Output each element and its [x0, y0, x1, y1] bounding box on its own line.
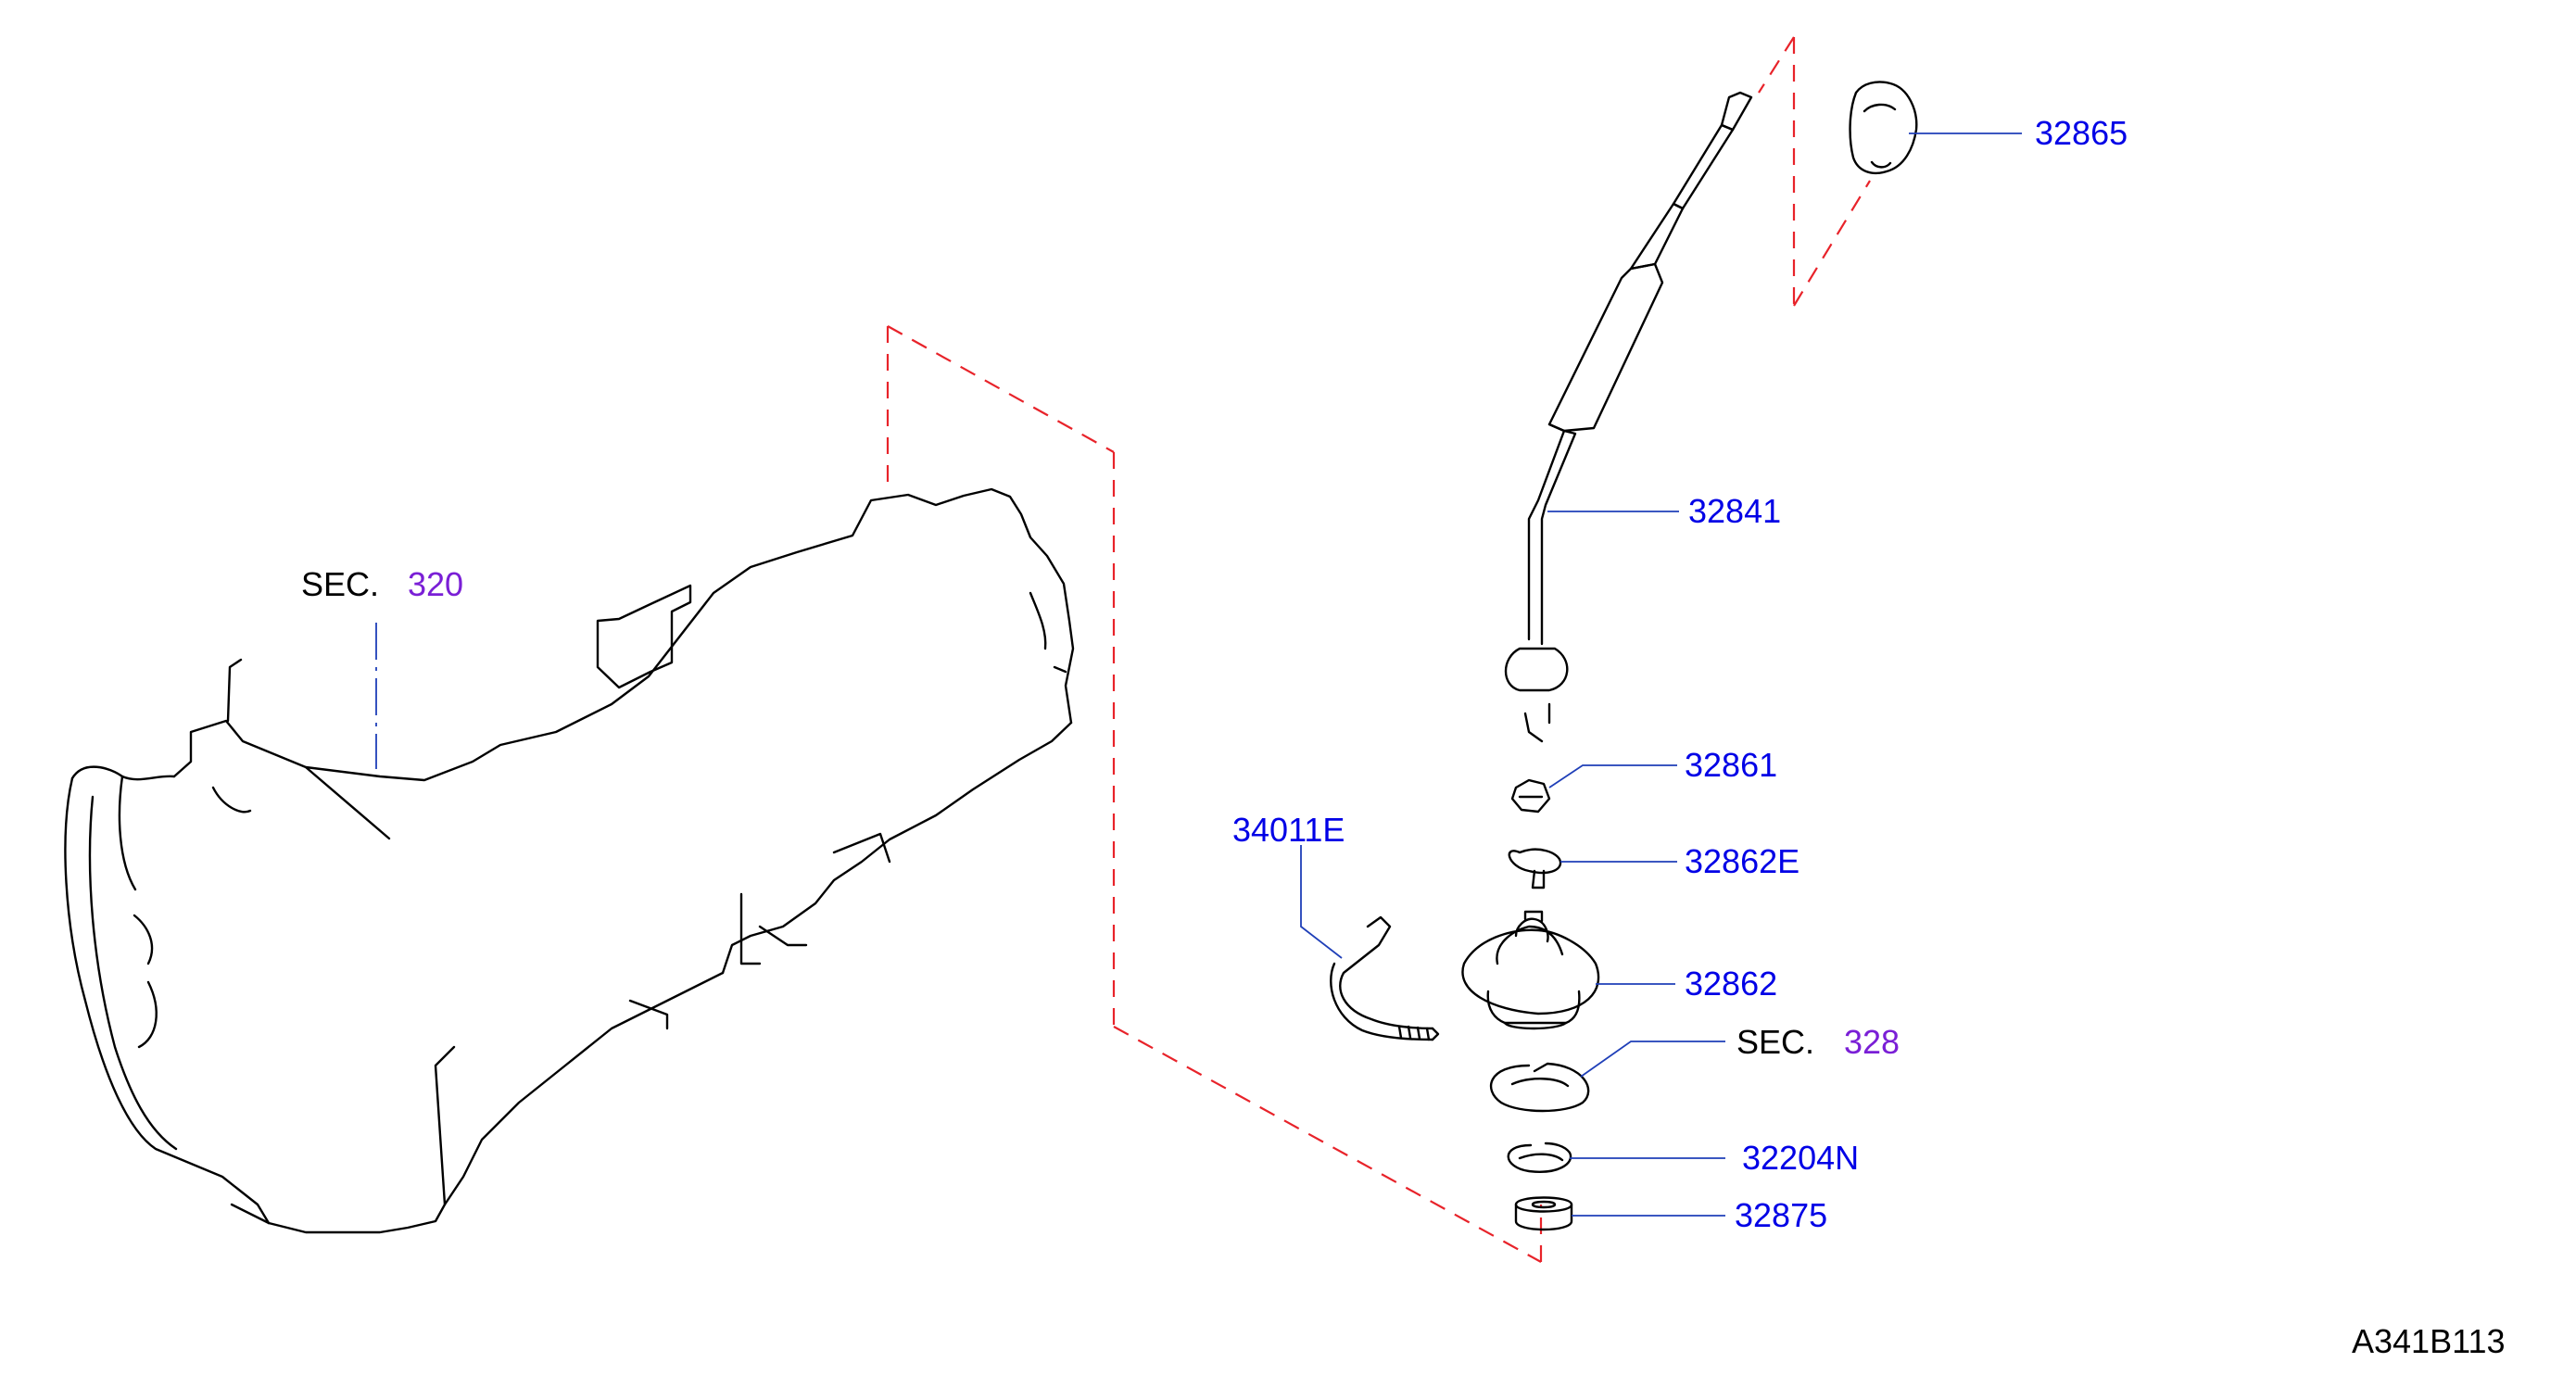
callout-boot[interactable]: 32862	[1685, 965, 1777, 1003]
bushing	[1514, 1196, 1573, 1231]
snap-ring-sec-number[interactable]: 328	[1844, 1023, 1900, 1061]
callout-retaining-ring[interactable]: 32204N	[1742, 1139, 1859, 1177]
nut-leader	[1548, 764, 1677, 788]
nut	[1510, 778, 1551, 814]
callout-lever[interactable]: 32841	[1688, 492, 1781, 530]
retaining-ring	[1507, 1142, 1572, 1173]
harness-band-leader	[1300, 845, 1343, 959]
diagram-id: A341B113	[2352, 1322, 2505, 1360]
callout-bushing[interactable]: 32875	[1735, 1196, 1827, 1234]
snap-ring-sec-label: SEC.	[1736, 1023, 1814, 1061]
callout-harness-band[interactable]: 34011E	[1232, 811, 1345, 849]
transmission-assembly	[64, 487, 1075, 1234]
shift-knob	[1849, 81, 1918, 175]
transmission-sec-label: SEC.	[301, 565, 379, 603]
callout-knob[interactable]: 32865	[2035, 114, 2128, 152]
harness-band	[1330, 915, 1440, 1041]
callout-clip[interactable]: 32862E	[1685, 842, 1799, 880]
boot	[1461, 910, 1600, 1030]
clip	[1508, 848, 1562, 889]
transmission-sec-number[interactable]: 320	[408, 565, 463, 603]
callout-nut[interactable]: 32861	[1685, 746, 1777, 784]
control-lever	[1504, 91, 1753, 743]
knob-outline-dashed	[1758, 36, 1871, 307]
snap-ring	[1490, 1062, 1590, 1113]
snap-ring-leader	[1580, 1041, 1725, 1078]
transmission-outline-dashed	[886, 325, 1543, 1263]
